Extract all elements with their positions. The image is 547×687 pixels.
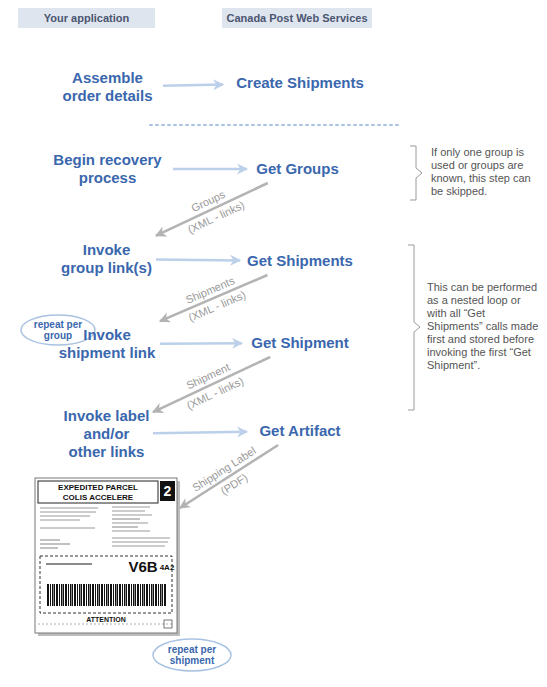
postal-code: 4A2 xyxy=(159,563,175,573)
node-text: Invoke shipment link xyxy=(57,326,157,362)
application-step: Invoke group link(s) xyxy=(60,238,153,280)
barcode-number xyxy=(46,563,92,565)
web-service-call: Create Shipments xyxy=(226,72,374,94)
label-zone-box xyxy=(160,481,175,501)
service-name: EXPEDITED PARCEL COLIS ACCELERE xyxy=(53,483,143,503)
request-arrow xyxy=(156,258,240,261)
oval-shape xyxy=(153,639,231,671)
node-text: Create Shipments xyxy=(236,74,364,92)
repeat-oval: repeat per shipment xyxy=(152,638,232,672)
label-sheet xyxy=(35,478,177,633)
node-text: Invoke group link(s) xyxy=(60,241,153,277)
application-step: Invoke label and/or other links xyxy=(63,405,150,463)
node-text: Canada Post Web Services xyxy=(226,12,367,24)
node-text: Begin recovery process xyxy=(45,151,170,187)
label-shadow xyxy=(38,481,180,636)
application-step: Begin recovery process xyxy=(45,148,170,190)
shipping-label: EXPEDITED PARCEL COLIS ACCELERE 2V6B4A2AT… xyxy=(35,478,177,633)
barcode-frame xyxy=(40,556,172,613)
response-arrow xyxy=(160,275,267,321)
web-service-call: Get Shipment xyxy=(245,332,355,354)
web-service-call: Get Artifact xyxy=(250,420,350,442)
node-text: Your application xyxy=(44,12,129,24)
shipping-label-illustration xyxy=(35,478,180,636)
request-arrow xyxy=(163,85,223,86)
label-divider xyxy=(38,624,174,625)
side-note: This can be performed as a nested loop o… xyxy=(427,281,543,372)
zone-number: 2 xyxy=(160,481,175,501)
request-arrow xyxy=(160,342,242,345)
lane-header: Canada Post Web Services xyxy=(222,8,372,28)
postal-code: V6B xyxy=(125,558,161,575)
side-note: If only one group is used or groups are … xyxy=(431,146,541,198)
node-text: repeat per group xyxy=(32,319,84,341)
response-arrow xyxy=(180,445,278,508)
label-fine-print xyxy=(40,507,170,548)
node-text: Invoke label and/or other links xyxy=(63,407,150,461)
node-text: Get Artifact xyxy=(259,422,340,440)
request-arrow xyxy=(153,432,247,433)
note-bracket xyxy=(408,245,420,410)
node-text: Get Shipments xyxy=(247,252,353,270)
request-arrow xyxy=(173,168,247,171)
lane-header: Your application xyxy=(18,8,155,28)
web-service-call: Get Groups xyxy=(250,158,345,180)
separator-dots xyxy=(150,124,402,126)
label-checkbox xyxy=(164,620,172,628)
application-step: Invoke shipment link xyxy=(57,323,157,365)
barcode xyxy=(46,584,166,606)
node-text: Assemble order details xyxy=(55,69,160,105)
application-step: Assemble order details xyxy=(55,66,160,108)
web-service-call: Get Shipments xyxy=(243,250,357,272)
label-header-box xyxy=(38,481,158,503)
response-arrow xyxy=(153,357,270,412)
note-bracket xyxy=(410,146,422,200)
node-text: Get Groups xyxy=(256,160,339,178)
node-text: Get Shipment xyxy=(251,334,349,352)
attention-line: ATTENTION xyxy=(35,615,177,624)
node-text: repeat per shipment xyxy=(166,644,218,666)
response-arrow xyxy=(156,183,268,236)
